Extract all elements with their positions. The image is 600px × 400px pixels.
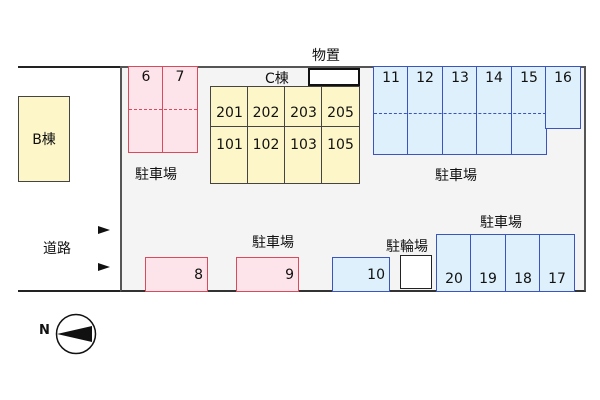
parking-space: 13 <box>442 66 478 155</box>
parking-label: 駐車場 <box>252 235 294 251</box>
road-edge-top <box>18 66 122 68</box>
parking-space: 11 <box>373 66 409 155</box>
unit-number: 102 <box>252 137 280 153</box>
space-number: 9 <box>285 267 294 283</box>
space-number: 20 <box>445 271 463 287</box>
parking-space: 8 <box>145 257 208 292</box>
unit-number: 101 <box>216 137 243 153</box>
space-number: 7 <box>175 69 185 85</box>
unit-number: 201 <box>216 105 243 121</box>
space-number: 11 <box>382 70 400 86</box>
parking-space: 12 <box>407 66 443 155</box>
parking-space: 15 <box>511 66 547 155</box>
parking-space: 10 <box>332 257 390 292</box>
divider-dashed <box>129 109 197 110</box>
space-number: 17 <box>548 271 566 287</box>
unit-cell: 203 <box>284 86 323 128</box>
unit-cell: 202 <box>247 86 285 128</box>
space-number: 10 <box>367 267 385 283</box>
arrow-right-icon <box>98 263 110 271</box>
bicycle-parking-label: 駐輪場 <box>386 239 428 255</box>
parking-space: 17 <box>539 234 575 292</box>
unit-number: 103 <box>290 137 317 153</box>
space-number: 18 <box>514 271 532 287</box>
space-number: 12 <box>416 70 434 86</box>
space-number: 8 <box>194 267 203 283</box>
building-b-label: B棟 <box>32 132 56 148</box>
space-number: 6 <box>141 69 151 85</box>
parking-space: 9 <box>236 257 299 292</box>
road-label: 道路 <box>43 241 71 257</box>
parking-space: 14 <box>476 66 512 155</box>
space-number: 19 <box>479 271 497 287</box>
unit-number: 202 <box>252 105 280 121</box>
space-number: 14 <box>485 70 503 86</box>
parking-space: 19 <box>470 234 506 292</box>
unit-cell: 105 <box>321 126 360 184</box>
unit-cell: 102 <box>247 126 285 184</box>
divider-dashed <box>374 113 546 114</box>
north-label: N <box>39 323 50 338</box>
road-edge-bottom <box>18 290 122 292</box>
space-number: 13 <box>451 70 469 86</box>
building-c-label: C棟 <box>265 71 289 87</box>
unit-cell: 101 <box>210 126 249 184</box>
unit-number: 203 <box>290 105 317 121</box>
unit-cell: 205 <box>321 86 360 128</box>
parking-space: 20 <box>436 234 472 292</box>
entrance-arrows-icon <box>98 226 110 271</box>
space-number: 16 <box>554 70 572 86</box>
storage-box <box>308 68 360 86</box>
space-number: 15 <box>520 70 538 86</box>
unit-number: 105 <box>327 137 354 153</box>
bicycle-parking-box <box>400 255 432 289</box>
storage-label: 物置 <box>312 48 340 64</box>
parking-label: 駐車場 <box>480 215 522 231</box>
parking-space: 16 <box>545 66 581 129</box>
unit-cell: 103 <box>284 126 323 184</box>
unit-cell: 201 <box>210 86 249 128</box>
parking-label: 駐車場 <box>135 167 177 183</box>
parking-label: 駐車場 <box>435 168 477 184</box>
unit-number: 205 <box>327 105 354 121</box>
compass-icon <box>55 313 97 355</box>
parking-space: 18 <box>505 234 541 292</box>
arrow-right-icon <box>98 226 110 234</box>
building-b: B棟 <box>18 96 70 182</box>
